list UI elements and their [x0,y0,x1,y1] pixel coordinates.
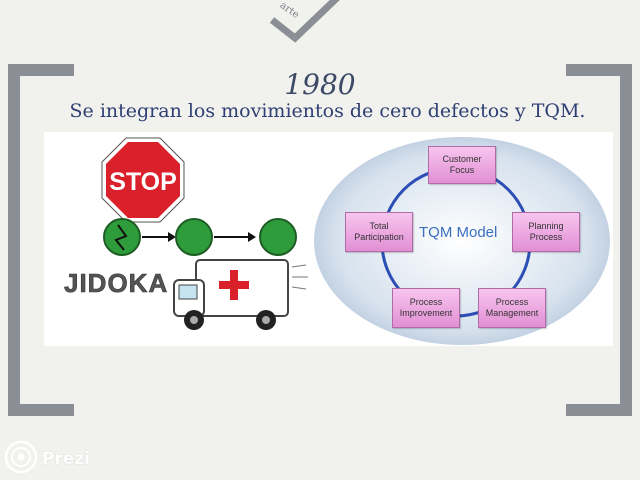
jidoka-label: JIDOKA [64,268,168,298]
slide-year: 1980 [284,68,356,101]
jidoka-graphic: STOP JIDOKA [64,137,308,330]
tqm-model-diagram: TQM Model Customer Focus Planning Proces… [312,132,613,346]
prezi-logo-text: Prezi [42,449,91,469]
stop-sign-icon: STOP [101,137,185,223]
arrow-icon [142,232,176,242]
tqm-box-process-management: Process Management [478,288,546,328]
prezi-logo-icon [4,440,38,474]
right-bracket [566,64,632,416]
tqm-box-process-improvement: Process Improvement [392,288,460,328]
slide-subtitle: Se integran los movimientos de cero defe… [69,100,586,122]
tqm-box-planning-process: Planning Process [512,212,580,252]
tqm-box-total-participation: Total Participation [345,212,413,252]
left-bracket [8,64,74,416]
ambulance-icon [173,259,308,330]
arrow-icon [214,232,256,242]
jidoka-illustration: STOP JIDOKA [44,132,312,346]
tqm-center-label: TQM Model [419,224,498,241]
green-light-icon [259,218,297,256]
stop-sign-text: STOP [109,168,177,196]
green-light-icon [175,218,213,256]
tqm-box-customer-focus: Customer Focus [428,146,496,184]
green-light-icon [103,218,141,256]
checkmark-decoration [269,0,340,43]
